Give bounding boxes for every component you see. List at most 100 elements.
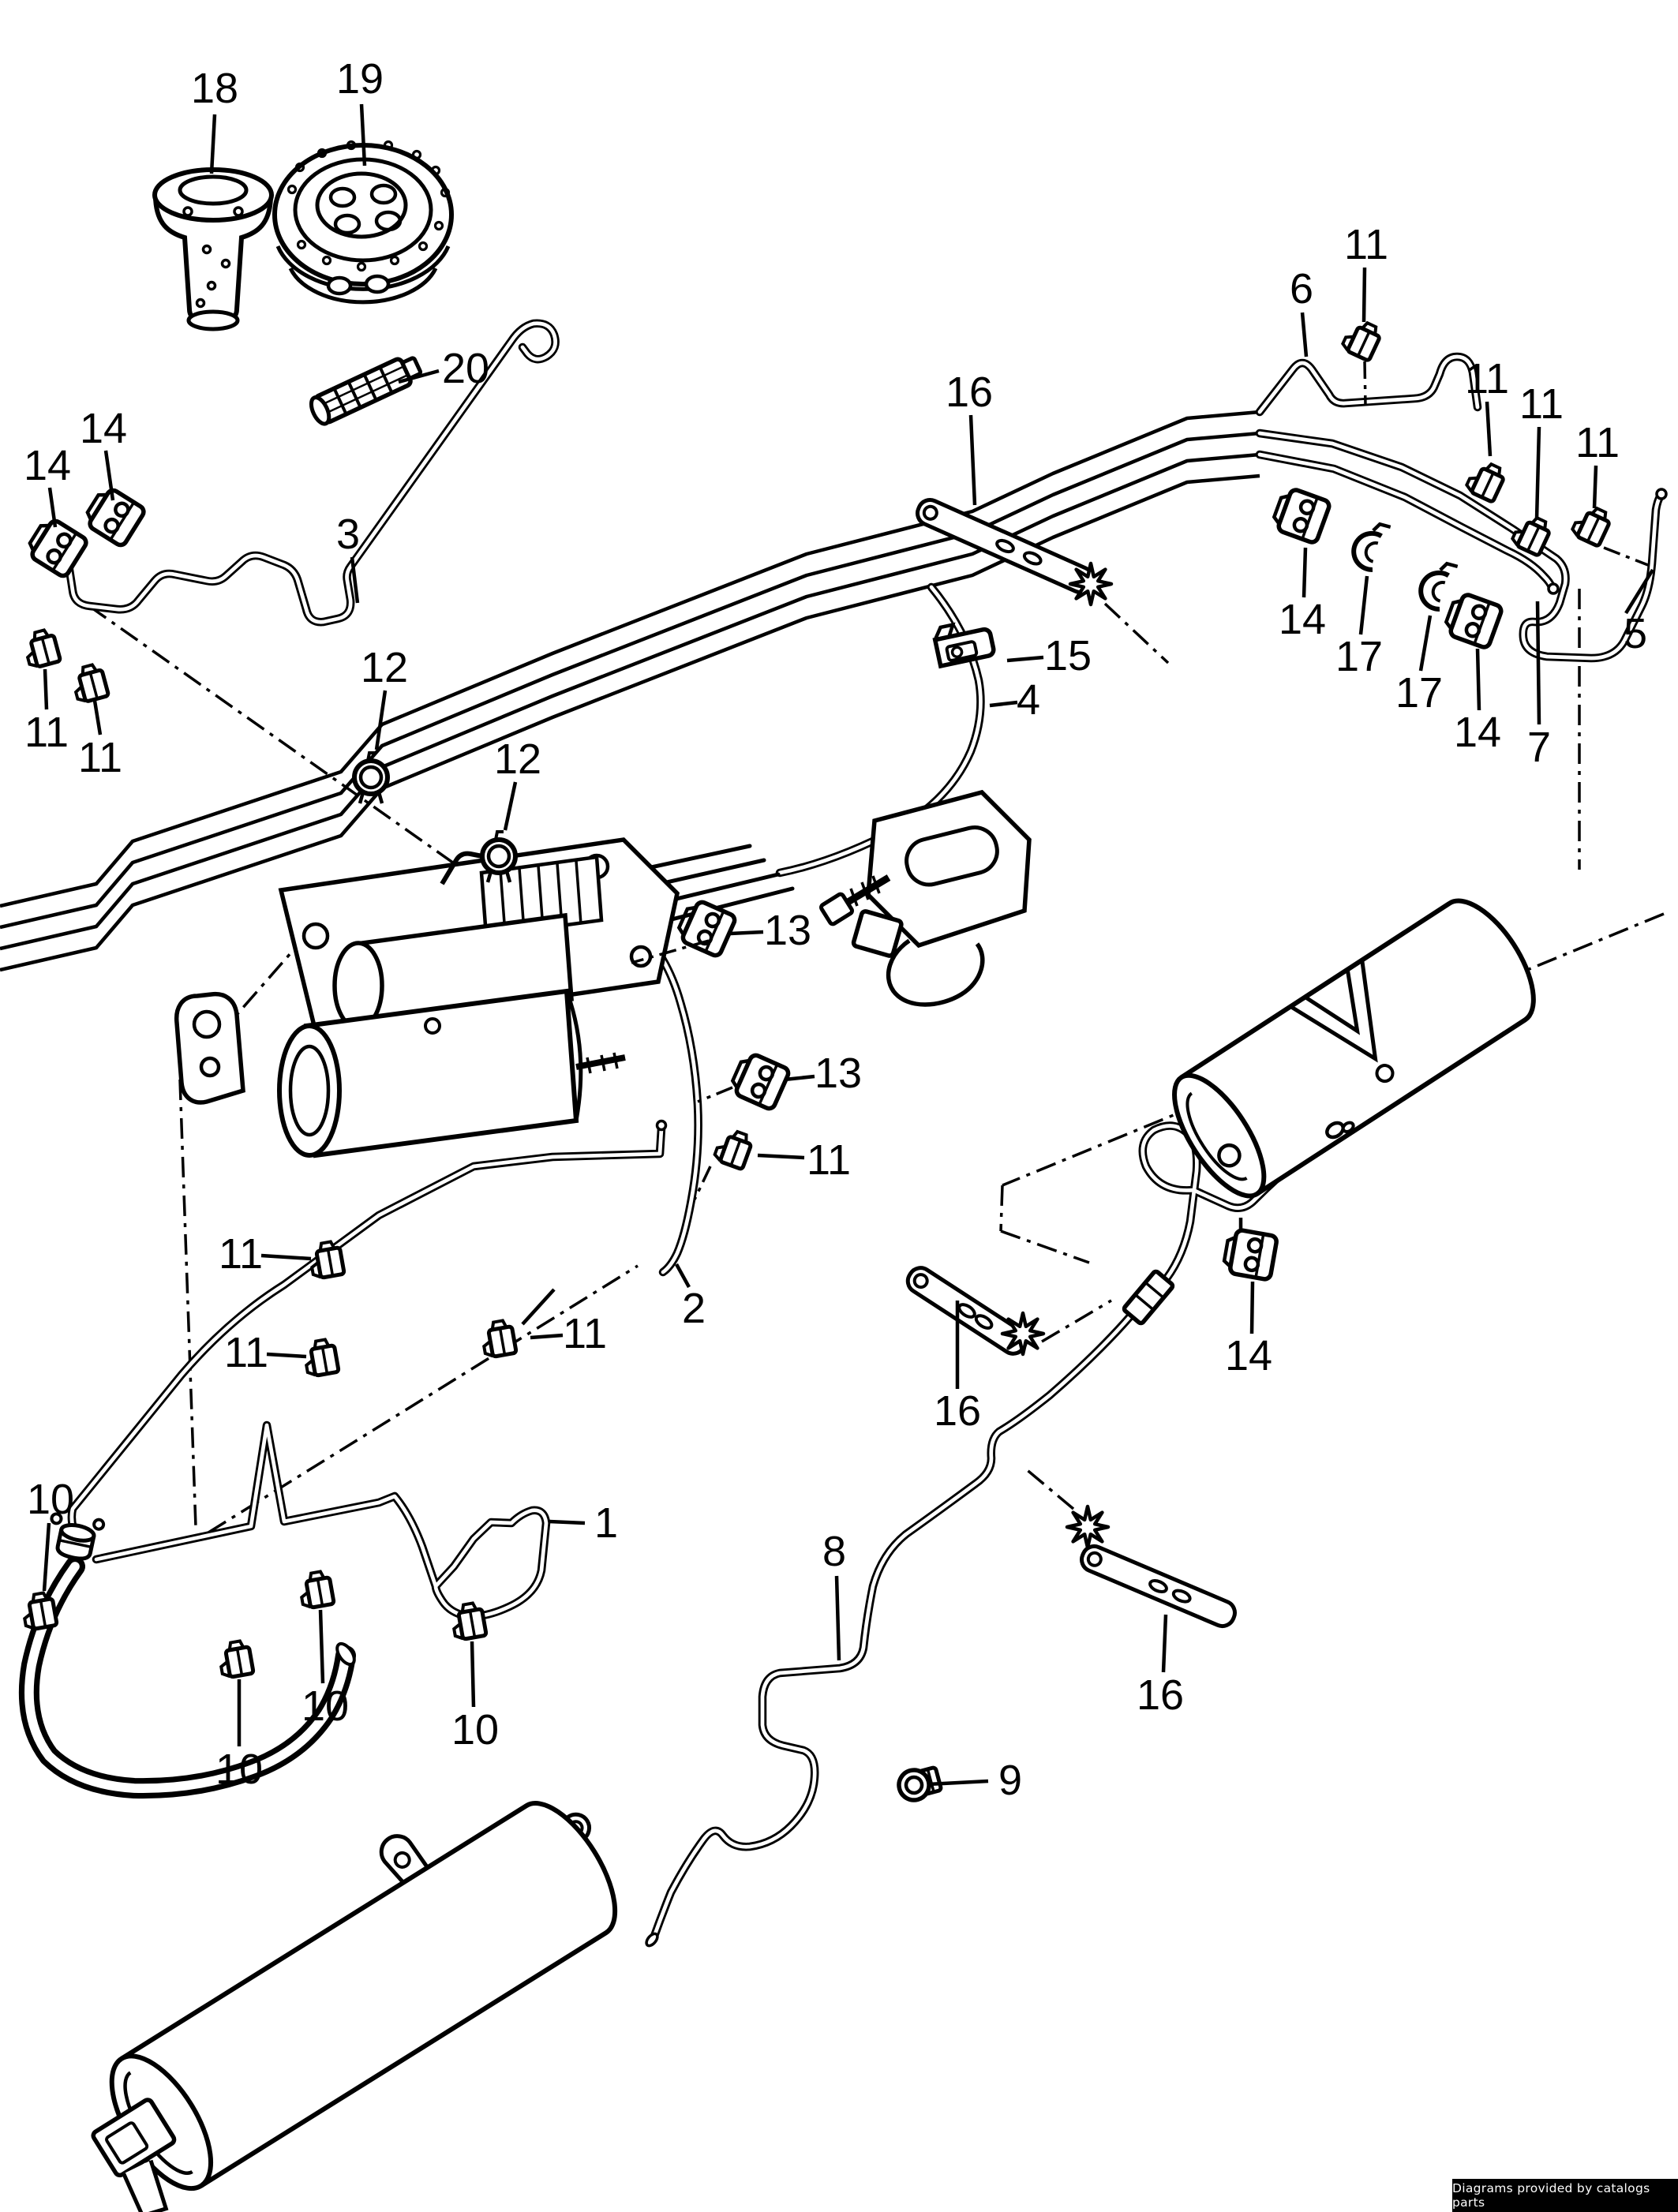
clip-push-clip	[1341, 320, 1381, 362]
part-number-label: 10	[27, 1476, 74, 1523]
vent-valve-part18	[152, 167, 274, 331]
pipe-end-tip	[655, 1119, 668, 1132]
pipe-bundle-line	[0, 473, 1260, 972]
clip-half-clamp	[1418, 561, 1459, 612]
part-number-label: 12	[361, 644, 408, 691]
part-number-label: 3	[336, 511, 360, 558]
callout-2-27: 2	[675, 1263, 706, 1332]
leader-line	[318, 1609, 325, 1684]
leader-line	[92, 700, 103, 735]
leader-line	[1534, 426, 1541, 520]
leader-line	[350, 556, 360, 604]
leader-dash	[631, 939, 710, 964]
bracket-strap	[1080, 1544, 1237, 1629]
leader-line	[1592, 465, 1598, 509]
spring-nut-clip	[1065, 1504, 1111, 1550]
leader-line	[1249, 1281, 1255, 1334]
callout-14-18: 14	[1279, 547, 1326, 643]
part-number-label: 14	[24, 442, 71, 489]
part-number-label: 14	[1454, 709, 1501, 756]
pipe-7-inner	[1257, 452, 1554, 589]
leader-line	[1302, 547, 1308, 598]
clip-push-clip	[310, 1240, 346, 1280]
leader-line	[1161, 1614, 1168, 1673]
leader-line	[470, 1641, 476, 1708]
clip-push-clip	[305, 1338, 341, 1378]
clip-push-clip	[25, 628, 62, 668]
leader-line	[729, 930, 764, 936]
callout-14-4: 14	[80, 405, 127, 501]
part-number-label: 11	[1344, 221, 1388, 268]
clip-double-tube-clamp	[85, 488, 146, 548]
supply-hose	[18, 1556, 356, 1799]
clip-push-clip	[73, 663, 110, 703]
leader-line	[530, 1333, 564, 1340]
clip-push-clip	[482, 1319, 519, 1359]
callout-11-6: 11	[78, 700, 122, 781]
clip-double-tube-clamp	[28, 518, 88, 578]
part-number-label: 13	[815, 1050, 862, 1097]
part-number-label: 9	[998, 1757, 1022, 1804]
part-number-label: 13	[764, 907, 811, 954]
callout-10-37: 10	[27, 1476, 74, 1592]
callout-11-15: 11	[1575, 419, 1649, 567]
clip-push-clip	[23, 1591, 59, 1631]
leader-line	[266, 1352, 307, 1359]
part-number-label: 14	[80, 405, 127, 452]
clip-double-tube-clamp	[1272, 488, 1332, 545]
pipe-1-lower-inner	[94, 1423, 549, 1619]
leader-dash	[693, 1166, 712, 1200]
leader-line	[47, 487, 58, 528]
callout-14-3: 14	[24, 442, 71, 528]
clip-push-clip	[1511, 515, 1551, 557]
leader-line	[42, 1522, 51, 1592]
part-number-label: 10	[215, 1746, 263, 1793]
air-tank	[1172, 898, 1536, 1199]
part-number-label: 11	[78, 734, 122, 781]
leader-line	[968, 414, 977, 506]
leader-line	[989, 700, 1018, 708]
part-number-label: 6	[1290, 265, 1313, 313]
leader-line	[398, 369, 440, 384]
flange-plate-part19	[272, 140, 454, 305]
callout-5-23: 5	[1624, 568, 1654, 657]
phantom-line	[1041, 1299, 1112, 1343]
pipe-1-upper-inner	[69, 1126, 664, 1541]
leader-line	[521, 1288, 556, 1326]
part-number-label: 12	[494, 735, 541, 783]
watermark: Diagrams provided by catalogs parts	[1452, 2179, 1678, 2212]
callout-16-32: 16	[934, 1301, 981, 1435]
valve-bracket	[819, 789, 1032, 1007]
leader-dash	[697, 1086, 733, 1103]
leader-line	[43, 668, 49, 710]
callout-17-19: 17	[1335, 575, 1383, 680]
callout-4-17: 4	[989, 676, 1040, 724]
callout-12-9: 12	[494, 735, 541, 831]
pipe-2-inner	[635, 926, 700, 1274]
part-number-label: 16	[934, 1387, 981, 1435]
callout-16-34: 16	[1137, 1614, 1184, 1719]
leader-line	[1006, 655, 1044, 663]
callout-11-30: 11	[521, 1288, 607, 1357]
pipe-end-tip	[1655, 488, 1668, 500]
part-number-label: 19	[336, 55, 384, 103]
leader-line	[503, 781, 518, 831]
callout-10-38: 10	[215, 1679, 263, 1793]
part-number-label: 16	[946, 369, 993, 416]
callout-3-7: 3	[336, 511, 360, 604]
part-number-label: 17	[1395, 669, 1443, 717]
leader-line	[1485, 401, 1493, 457]
callout-17-20: 17	[1395, 615, 1443, 717]
callout-11-29: 11	[224, 1329, 307, 1376]
clip-push-clip	[1571, 506, 1611, 548]
callout-14-33: 14	[1225, 1218, 1272, 1379]
part-number-label: 11	[1575, 419, 1620, 466]
clip-double-tube-clamp	[1444, 593, 1504, 649]
callout-11-26: 11	[693, 1136, 851, 1200]
phantom-line	[1103, 602, 1170, 664]
pipe-end	[645, 1932, 659, 1948]
part-number-label: 10	[302, 1682, 349, 1730]
leader-line	[1418, 615, 1433, 672]
clip-double-tube-clamp	[676, 900, 737, 958]
air-spring-cylinder	[91, 1801, 618, 2212]
